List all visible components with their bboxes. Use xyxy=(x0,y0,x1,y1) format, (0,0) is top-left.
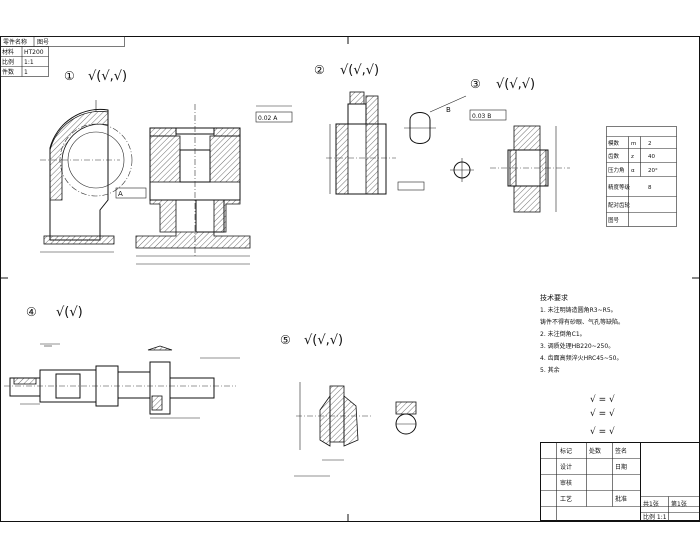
notes-roughness-2: √ = √ xyxy=(590,408,615,419)
gear-table: 模数 m 2 齿数 z 40 压力角 α 20° 精度等级 8 配对齿轮 图号 xyxy=(606,126,677,227)
view-1-datum: A xyxy=(118,190,123,198)
gear-row-2-name: 压力角 xyxy=(608,166,625,174)
header-cell-1-0: 材料 xyxy=(2,48,14,56)
header-cell-0-0: 零件名称 xyxy=(3,38,27,46)
header-cell-0-1: 图号 xyxy=(37,39,49,46)
header-cell-2-1: 1:1 xyxy=(24,59,34,66)
title-right-2: 比例 1:1 xyxy=(643,513,667,521)
gear-row-0-val: 2 xyxy=(648,141,652,147)
notes-line-3: 3. 调质处理HB220~250。 xyxy=(540,342,614,350)
notes-line-2: 2. 未注倒角C1。 xyxy=(540,330,586,338)
gear-row-3-name: 精度等级 xyxy=(608,183,631,191)
view-3-tolerance: 0.03 B xyxy=(472,113,491,120)
gear-row-2-val: 20° xyxy=(648,168,658,174)
gear-row-3-val: 8 xyxy=(648,185,652,191)
gear-row-4-name: 配对齿轮 xyxy=(608,201,631,209)
header-table: 零件名称 图号 材料 HT200 比例 1:1 件数 1 xyxy=(0,36,125,77)
title-cell-1-2: 日期 xyxy=(615,463,627,471)
view-1-roughness: √(√,√) xyxy=(88,69,127,84)
view-1-label: ① xyxy=(64,69,75,83)
title-cell-2-0: 审核 xyxy=(560,479,572,487)
gear-row-5-name: 图号 xyxy=(608,216,620,224)
technical-notes: 技术要求 1. 未注明铸造圆角R3~R5。 铸件不得有砂眼、气孔等缺陷。 2. … xyxy=(540,293,624,437)
header-cell-3-0: 件数 xyxy=(2,68,14,76)
notes-roughness-3: √ = √ xyxy=(590,426,615,437)
title-cell-0-0: 标记 xyxy=(560,447,572,455)
view-3-label: ③ xyxy=(470,77,481,91)
header-cell-1-1: HT200 xyxy=(24,49,44,56)
view-2-roughness: √(√,√) xyxy=(340,63,379,78)
view-2: ② √(√,√) B xyxy=(314,63,467,195)
view-3-roughness: √(√,√) xyxy=(496,77,535,92)
notes-line-4: 4. 齿面高频淬火HRC45~50。 xyxy=(540,354,623,362)
notes-line-0: 1. 未注明铸造圆角R3~R5。 xyxy=(540,306,617,314)
view-1-tolerance: 0.02 A xyxy=(258,115,278,122)
gear-row-1-val: 40 xyxy=(648,154,655,160)
gear-row-2-sym: α xyxy=(631,168,635,174)
view-4-roughness: √(√) xyxy=(56,305,83,320)
title-right-1: 第1张 xyxy=(671,500,687,508)
view-2-label: ② xyxy=(314,63,325,77)
notes-line-1: 铸件不得有砂眼、气孔等缺陷。 xyxy=(540,318,624,326)
gear-row-0-name: 模数 xyxy=(608,139,620,147)
view-5: ⑤ √(√,√) xyxy=(280,333,417,477)
title-block: 标记 处数 签名 设计 日期 审核 工艺 批准 共1张 第1张 比例 1:1 xyxy=(540,442,700,521)
view-1: ① √(√,√) A 0.02 A xyxy=(40,69,293,265)
title-right-0: 共1张 xyxy=(643,500,659,508)
notes-roughness-1: √ = √ xyxy=(590,394,615,405)
view-5-label: ⑤ xyxy=(280,333,291,347)
title-cell-3-0: 工艺 xyxy=(560,495,572,503)
view-5-roughness: √(√,√) xyxy=(304,333,343,348)
view-4-label: ④ xyxy=(26,305,37,319)
title-cell-0-1: 处数 xyxy=(589,447,601,455)
view-2-datum: B xyxy=(446,106,451,114)
header-cell-2-0: 比例 xyxy=(2,58,14,66)
notes-line-5: 5. 其余 xyxy=(540,366,560,374)
title-cell-1-0: 设计 xyxy=(560,463,572,471)
gear-row-1-sym: z xyxy=(631,154,634,160)
title-cell-3-2: 批准 xyxy=(615,495,627,503)
notes-title: 技术要求 xyxy=(540,293,568,302)
header-cell-3-1: 1 xyxy=(24,69,28,76)
gear-row-1-name: 齿数 xyxy=(608,152,620,160)
title-cell-0-2: 签名 xyxy=(615,447,627,455)
gear-row-0-sym: m xyxy=(631,141,636,147)
view-3: ③ √(√,√) 0.03 B xyxy=(450,77,570,213)
view-4: ④ √(√) xyxy=(4,305,240,419)
